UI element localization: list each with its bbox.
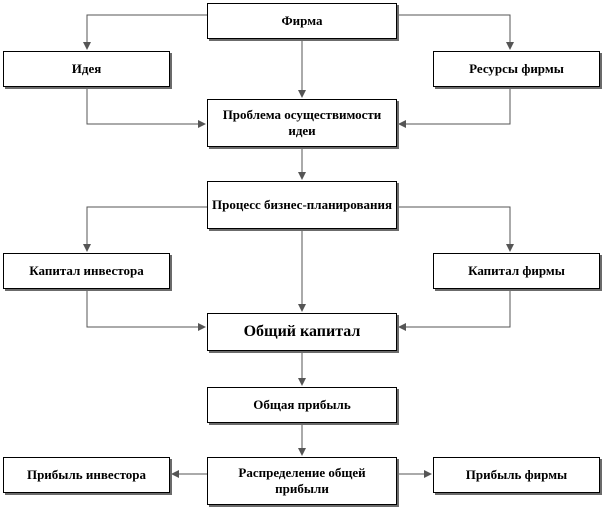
- connector-firm-capital-to-total-capital: [398, 289, 511, 331]
- connector-firm-to-idea: [83, 14, 207, 50]
- node-firm-capital: Капитал фирмы: [433, 253, 600, 289]
- node-investor-capital: Капитал инвестора: [3, 253, 170, 289]
- node-investor-profit: Прибыль инвестора: [3, 457, 170, 493]
- node-resources-label: Ресурсы фирмы: [469, 61, 564, 76]
- node-planning: Процесс бизнес-планирования: [207, 181, 397, 229]
- connector-planning-to-firm-capital: [397, 206, 514, 252]
- connector-planning-to-investor-capital: [83, 206, 207, 252]
- connector-investor-capital-to-total-capital: [86, 289, 206, 331]
- node-firm-profit-label: Прибыль фирмы: [465, 467, 568, 482]
- node-investor-capital-label: Капитал инвестора: [29, 263, 144, 278]
- node-total-capital-label: Общий капитал: [243, 323, 361, 340]
- node-total-profit: Общая прибыль: [207, 387, 397, 423]
- node-firm-capital-label: Капитал фирмы: [468, 263, 565, 278]
- node-idea: Идея: [3, 51, 170, 87]
- node-distribution-label: Распределение общей прибыли: [238, 465, 366, 496]
- connector-idea-to-problem: [86, 87, 206, 128]
- node-investor-profit-label: Прибыль инвестора: [26, 467, 147, 482]
- node-firm-label: Фирма: [281, 13, 323, 28]
- node-total-profit-label: Общая прибыль: [253, 397, 351, 412]
- connector-firm-to-resources: [397, 14, 514, 50]
- node-idea-label: Идея: [71, 61, 102, 76]
- node-firm: Фирма: [207, 3, 397, 39]
- node-planning-label: Процесс бизнес-планирования: [212, 197, 392, 212]
- node-total-capital: Общий капитал: [207, 313, 397, 351]
- node-firm-profit: Прибыль фирмы: [433, 457, 600, 493]
- connector-resources-to-problem: [398, 87, 511, 128]
- node-problem-label: Проблема осуществимости идеи: [222, 107, 382, 138]
- node-resources: Ресурсы фирмы: [433, 51, 600, 87]
- node-problem: Проблема осуществимости идеи: [207, 99, 397, 147]
- node-distribution: Распределение общей прибыли: [207, 457, 397, 505]
